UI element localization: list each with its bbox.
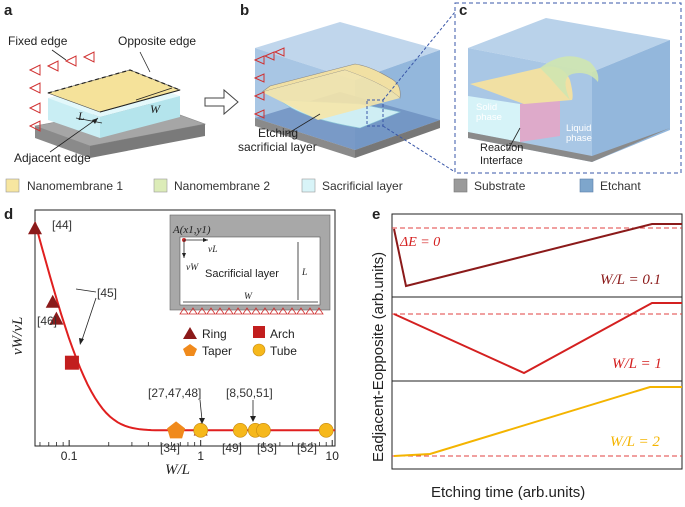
legend-arch-marker — [253, 326, 265, 338]
inset-sacrificial-label: Sacrificial layer — [205, 268, 279, 280]
etching-caption-line2: sacrificial layer — [238, 140, 317, 154]
length-label: L — [77, 109, 85, 123]
label-wl-0.1: W/L = 0.1 — [600, 272, 661, 288]
ref-52: [52] — [297, 441, 317, 455]
reaction-interface-line2: Interface — [480, 155, 523, 167]
label-wl-1: W/L = 1 — [612, 356, 662, 372]
chart-d-x-ticks: 0.1 1 10 — [39, 440, 340, 463]
inset-L-label: L — [301, 268, 307, 278]
chart-e-ylabel: Eadjacent-Eopposite (arb.units) — [370, 252, 387, 462]
inset-point-label: A(x1,y1) — [172, 224, 211, 236]
legend-swatch-etchant — [579, 178, 594, 193]
chart-d-frame — [34, 209, 336, 447]
x-tick-label: 1 — [197, 449, 204, 463]
series-wl-2 — [393, 386, 682, 457]
chart-e-xlabel: Etching time (arb.units) — [431, 484, 585, 501]
sacrificial-right — [100, 96, 180, 138]
solid-phase-line2: phase — [476, 112, 502, 123]
data-point-ring — [28, 221, 42, 235]
legend-tube-label: Tube — [270, 344, 297, 358]
legend-nanomembrane-2: Nanomembrane 2 — [174, 179, 270, 193]
x-tick-label: 0.1 — [61, 449, 78, 463]
substrate-right — [90, 124, 205, 158]
chart-d-ylabel: vW/vL — [10, 317, 26, 355]
legend-taper-marker — [183, 344, 197, 356]
legend-swatch-nanomembrane-2 — [153, 178, 168, 193]
legend-substrate: Substrate — [474, 179, 526, 193]
chart-d-points — [28, 221, 334, 439]
legend-tube-marker — [252, 343, 266, 357]
ref-49: [49] — [222, 441, 242, 455]
label-wl-2: W/L = 2 — [610, 434, 660, 450]
x-tick-label: 10 — [326, 449, 340, 463]
membrane-dashed-edge — [47, 69, 181, 94]
fixed-edge-label: Fixed edge — [8, 34, 68, 48]
panel-c-illustration — [454, 2, 682, 174]
legend-swatch-nanomembrane-1 — [5, 178, 20, 193]
series-wl-1 — [393, 302, 682, 375]
ref-8-50-51: [8,50,51] — [226, 386, 273, 400]
data-point-taper — [167, 421, 186, 439]
chart-d-xlabel: W/L — [165, 462, 190, 478]
ref-45: [45] — [97, 286, 117, 300]
liquid-phase-line2: phase — [566, 133, 592, 144]
data-point-tube — [193, 423, 208, 438]
delta-e-label: ΔE = 0 — [399, 235, 440, 250]
ref-34: [34] — [160, 441, 180, 455]
panel-c-letter: c — [459, 2, 467, 19]
chart-d-trend-curve — [34, 222, 335, 432]
legend-swatch-substrate — [453, 178, 468, 193]
chart-e-frame — [391, 213, 683, 470]
reaction-interface-line1: Reaction — [480, 142, 523, 154]
inset-vL-label: vL — [208, 245, 218, 255]
legend-nanomembrane-1: Nanomembrane 1 — [27, 179, 123, 193]
panel-b-illustration — [253, 11, 456, 173]
legend-etchant: Etchant — [600, 179, 641, 193]
data-point-ring — [49, 311, 64, 325]
panel-d-letter: d — [4, 206, 13, 223]
panel-b-letter: b — [240, 2, 249, 19]
ref-46: [46] — [37, 314, 57, 328]
panel-a-illustration — [28, 49, 207, 158]
legend-swatch-sacrificial — [301, 178, 316, 193]
inset-W-label: W — [244, 292, 253, 302]
solid-phase-line1: Solid — [476, 102, 497, 113]
opposite-edge-label: Opposite edge — [118, 34, 196, 48]
substrate-left — [35, 126, 90, 158]
series-wl-0.1 — [393, 223, 682, 288]
data-point-tube — [256, 423, 271, 438]
legend-taper-label: Taper — [202, 344, 232, 358]
ref-44: [44] — [52, 218, 72, 232]
liquid-phase-line1: Liquid — [566, 123, 591, 134]
panel-e-letter: e — [372, 206, 380, 223]
sacrificial-left — [48, 98, 100, 138]
legend-ring-label: Ring — [202, 327, 227, 341]
data-point-tube — [318, 423, 334, 438]
chart-e — [391, 213, 683, 470]
panel-a-letter: a — [4, 2, 13, 19]
etching-caption-line1: Etching — [258, 126, 298, 140]
legend-sacrificial: Sacrificial layer — [322, 179, 403, 193]
adjacent-edge-line — [99, 89, 181, 113]
adjacent-edge-label: Adjacent edge — [14, 151, 91, 165]
ref-27-47-48: [27,47,48] — [148, 386, 201, 400]
inset-diagram — [169, 214, 331, 315]
legend-ring-marker — [183, 327, 197, 339]
data-point-tube — [232, 423, 248, 438]
inset-vW-label: vW — [186, 263, 199, 273]
data-point-arch — [64, 355, 79, 370]
material-legend: Nanomembrane 1 Nanomembrane 2 Sacrificia… — [5, 178, 641, 193]
width-label: W — [150, 102, 161, 116]
process-arrow — [204, 88, 239, 116]
ref-53: [53] — [257, 441, 277, 455]
data-point-ring — [45, 294, 60, 308]
legend-arch-label: Arch — [270, 327, 295, 341]
